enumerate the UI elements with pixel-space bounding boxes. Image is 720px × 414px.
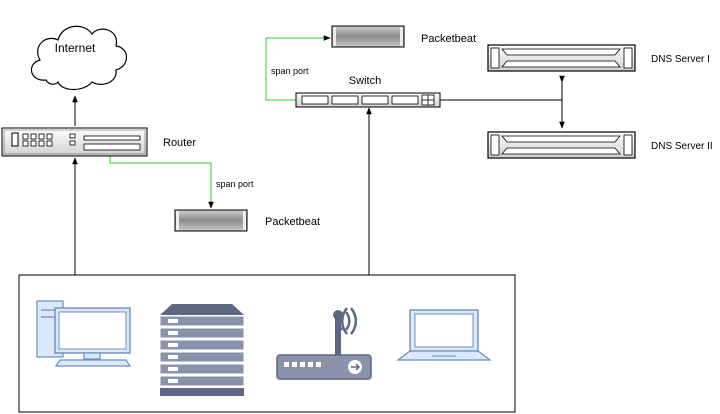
span-link-router-packetbeat [109, 148, 214, 209]
packetbeat-top-node[interactable]: Packetbeat [331, 25, 476, 48]
router-node[interactable]: Router [1, 127, 196, 157]
switch-label: Switch [349, 75, 381, 87]
dns-server-1-node[interactable]: DNS Server I [487, 44, 710, 72]
switch-icon [295, 92, 441, 108]
dns-server-2-label: DNS Server II [651, 141, 713, 152]
server-icon [487, 44, 636, 72]
span-port-top-label: span port [271, 66, 309, 76]
internet-label: Internet [55, 41, 96, 55]
dns-server-1-label: DNS Server I [651, 54, 710, 65]
server-icon [487, 131, 636, 159]
dns-server-2-node[interactable]: DNS Server II [487, 131, 713, 159]
packetbeat-top-label: Packetbeat [421, 33, 476, 45]
packetbeat-bottom-node[interactable]: Packetbeat [174, 209, 320, 232]
cloud-icon [30, 25, 128, 91]
server-icon [331, 25, 405, 48]
router-label: Router [163, 137, 196, 149]
devices-group[interactable] [18, 274, 516, 413]
span-link-switch-packetbeat [265, 35, 331, 101]
span-port-router-label: span port [216, 179, 254, 189]
laptop-icon[interactable] [396, 309, 492, 361]
switch-node[interactable]: Switch [295, 75, 441, 108]
router-icon [1, 127, 148, 157]
desktop-icon[interactable] [36, 300, 132, 367]
wifi-router-icon[interactable] [276, 307, 372, 380]
server-rack-icon[interactable] [159, 304, 245, 396]
server-icon [174, 209, 248, 232]
internet-node[interactable]: Internet [30, 25, 128, 91]
packetbeat-bottom-label: Packetbeat [265, 216, 320, 228]
